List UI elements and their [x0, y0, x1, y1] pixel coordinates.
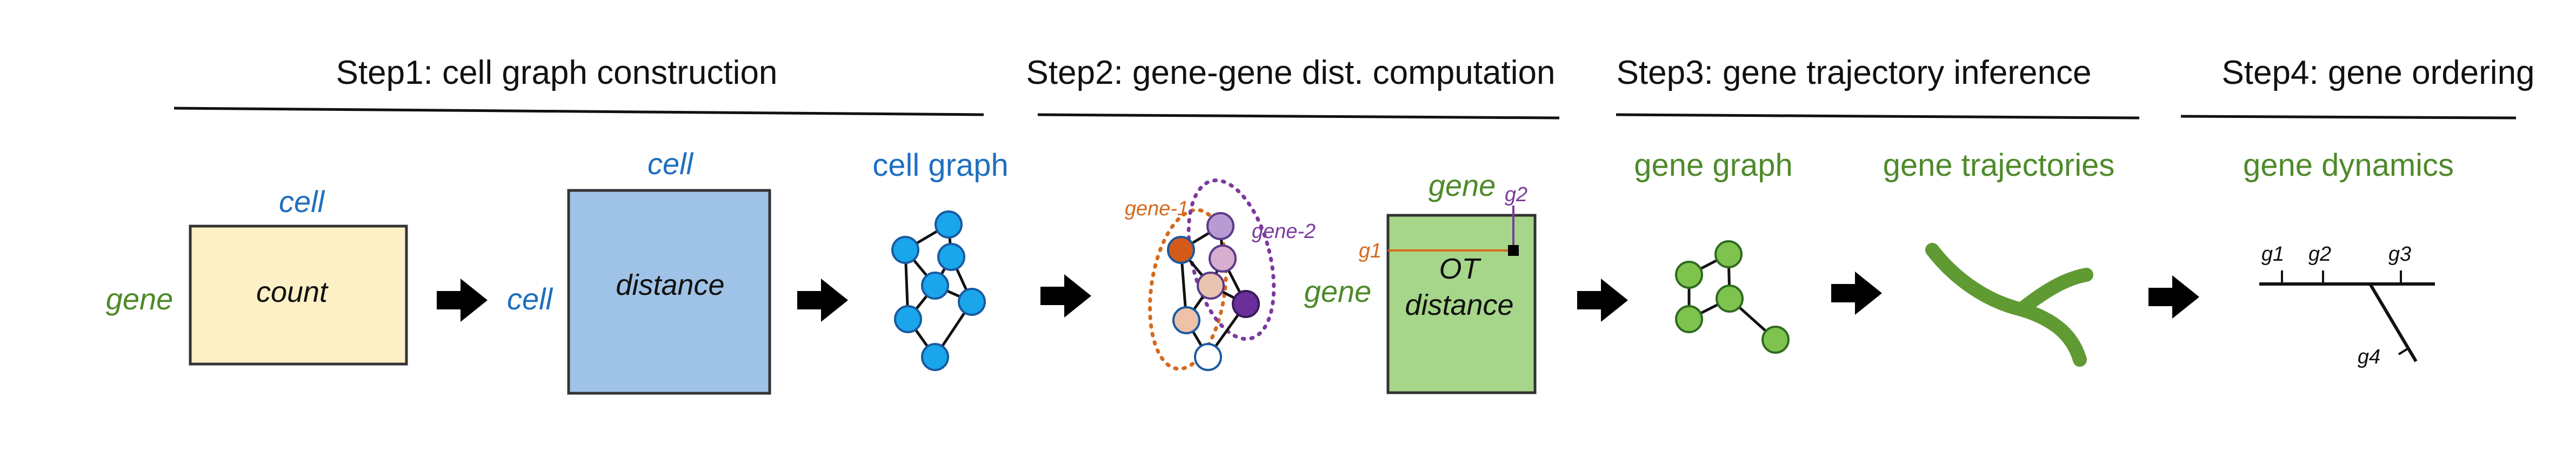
graph-node	[1172, 306, 1200, 334]
graph-node	[1232, 290, 1260, 318]
graph-node	[1761, 326, 1790, 354]
graph-node	[1194, 343, 1222, 371]
step1-underline	[173, 107, 984, 116]
ot-col-label: gene	[1429, 168, 1496, 202]
g1-label: g1	[1359, 240, 1382, 262]
distance-matrix	[567, 189, 771, 395]
gene-g4-label: g4	[2358, 346, 2380, 368]
distance-matrix-label: distance	[616, 269, 724, 301]
gene-dynamics-title: gene dynamics	[2243, 148, 2454, 183]
step2-underline	[1037, 113, 1560, 120]
cell-graph-title: cell graph	[872, 148, 1008, 183]
count-row-label: gene	[106, 282, 173, 316]
arrow-icon	[1040, 274, 1091, 318]
g4-tick	[2398, 348, 2408, 355]
graph-node	[1197, 272, 1225, 300]
graph-node	[891, 236, 919, 264]
gene-trajectories-title: gene trajectories	[1883, 148, 2115, 183]
gene1-distribution-outline	[1148, 208, 1228, 371]
step4-underline	[2180, 115, 2517, 120]
arrow-icon	[437, 279, 488, 322]
gene-g3-label: g3	[2388, 243, 2411, 266]
ot-matrix-label-line2: distance	[1405, 289, 1513, 321]
graph-node	[958, 288, 986, 316]
gene-graph-title: gene graph	[1634, 148, 1792, 183]
graph-node	[921, 272, 949, 300]
trajectory-branch-1	[1925, 243, 2087, 367]
graph-node	[1675, 305, 1703, 333]
gene-g1-label: g1	[2261, 243, 2284, 266]
graph-node	[1206, 212, 1234, 240]
graph-node	[937, 243, 965, 271]
gene1-label: gene-1	[1125, 197, 1189, 220]
step4-title: Step4: gene ordering	[2221, 54, 2534, 91]
graph-node	[921, 343, 949, 371]
graph-node	[1714, 240, 1743, 268]
graph-node	[1716, 285, 1744, 313]
graph-node	[894, 305, 922, 333]
graph-node	[1675, 261, 1703, 289]
graph-node	[935, 210, 963, 239]
ot-matrix-label-line1: OT	[1439, 253, 1482, 285]
distance-col-label: cell	[648, 147, 694, 181]
ot-distance-matrix	[1386, 214, 1537, 394]
step2-title: Step2: gene-gene dist. computation	[1026, 54, 1556, 91]
arrow-icon	[2148, 275, 2199, 319]
ot-entry-marker	[1508, 245, 1519, 256]
step3-title: Step3: gene trajectory inference	[1617, 54, 2092, 91]
step1-title: Step1: cell graph construction	[336, 54, 778, 91]
count-matrix	[189, 224, 408, 366]
arrow-icon	[797, 279, 848, 322]
arrow-icon	[1831, 272, 1882, 315]
gene2-distribution-outline	[1186, 178, 1276, 341]
distance-row-label: cell	[507, 282, 553, 316]
gene-g2-label: g2	[2308, 243, 2331, 266]
step3-underline	[1616, 113, 2140, 120]
arrow-icon	[1577, 279, 1628, 322]
trajectory-branch-2	[2014, 268, 2093, 316]
count-matrix-label: count	[256, 276, 329, 308]
graph-node	[1167, 236, 1195, 264]
ot-row-label: gene	[1304, 274, 1372, 308]
count-col-label: cell	[279, 184, 325, 219]
ordering-branch	[2368, 283, 2418, 362]
gene2-label: gene-2	[1252, 220, 1316, 243]
graph-node	[1209, 244, 1237, 273]
g2-label: g2	[1505, 183, 1527, 206]
